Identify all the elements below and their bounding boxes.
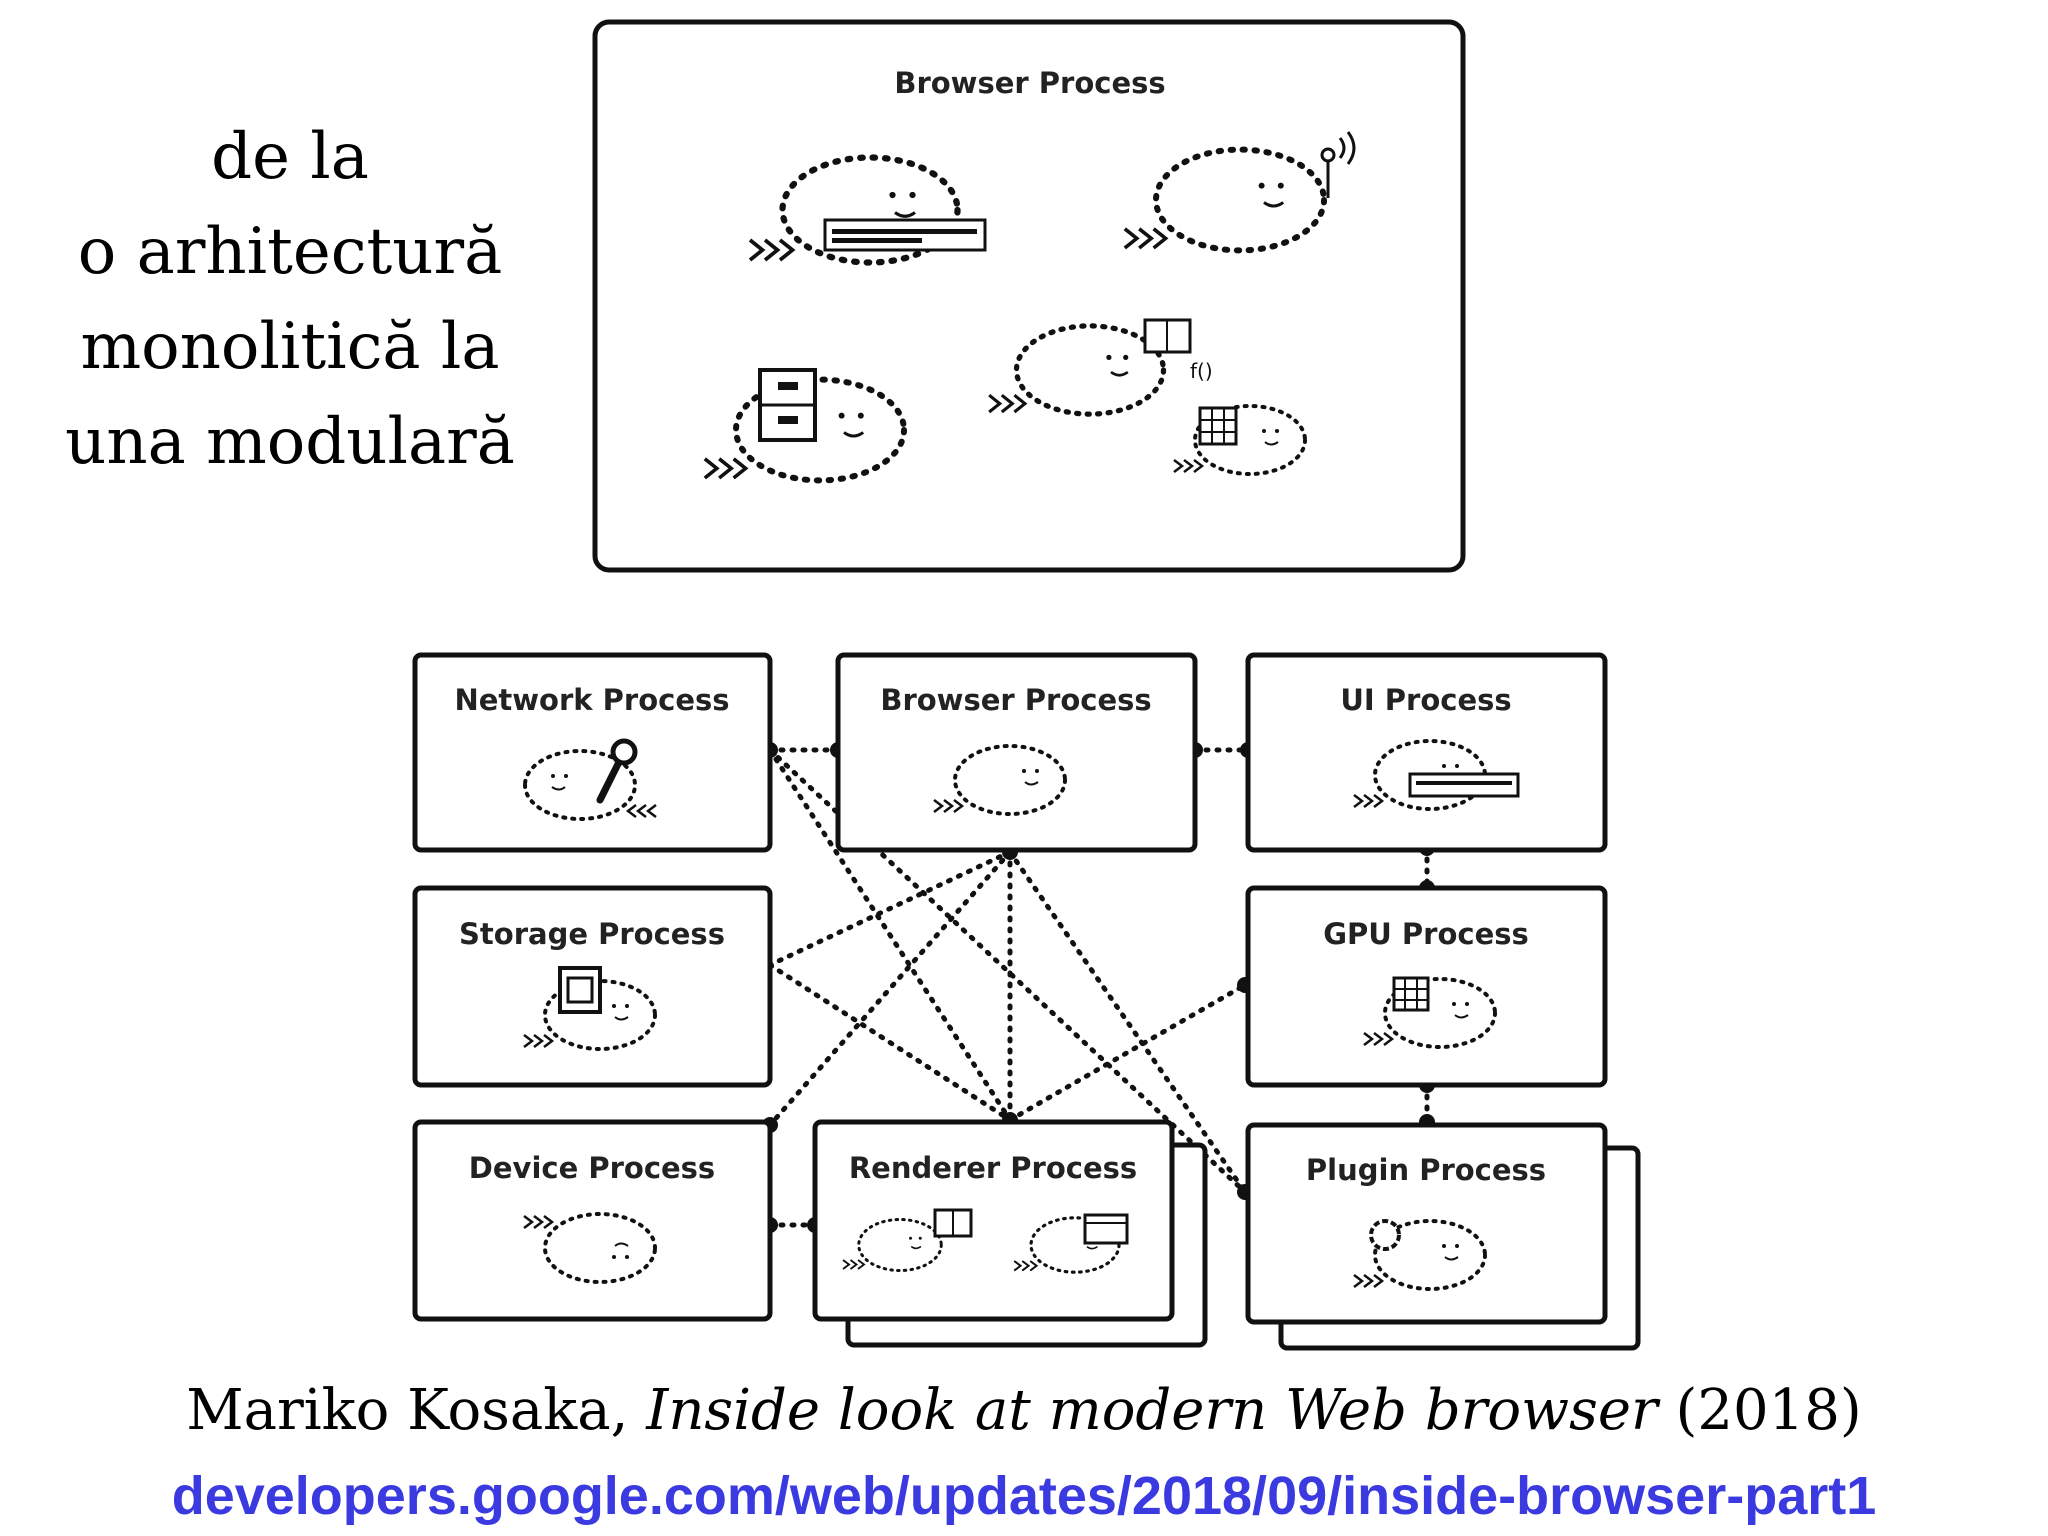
process-ui-label: UI Process — [1340, 683, 1511, 717]
process-gpu: GPU Process — [1245, 885, 1608, 1088]
process-plugin: Plugin Process — [1245, 1122, 1641, 1351]
heading-line-4: una modulară — [65, 405, 515, 479]
monolith-creature-ui — [750, 158, 987, 263]
script-book-icon: f() — [1143, 318, 1213, 383]
toolbar-icon — [1408, 772, 1520, 798]
process-device: Device Process — [412, 1119, 773, 1322]
citation-year: (2018) — [1657, 1378, 1862, 1443]
process-browser: Browser Process — [835, 652, 1198, 853]
pixel-grid-icon — [1198, 406, 1238, 446]
process-ui: UI Process — [1245, 652, 1608, 853]
process-renderer: Renderer Process — [812, 1119, 1208, 1348]
process-network: Network Process — [412, 652, 773, 853]
pixel-grid-icon — [1392, 976, 1430, 1012]
browser-window-icon — [1083, 1213, 1129, 1245]
process-renderer-label: Renderer Process — [849, 1151, 1137, 1185]
antenna-icon — [1320, 131, 1356, 198]
process-storage: Storage Process — [412, 885, 773, 1088]
cabinet-icon — [558, 966, 602, 1014]
cabinet-icon — [758, 368, 817, 442]
process-device-label: Device Process — [469, 1151, 715, 1185]
monolith-title: Browser Process — [894, 66, 1165, 100]
puzzle-gear-icon — [1369, 1219, 1401, 1251]
toolbar-icon — [823, 218, 987, 252]
source-link[interactable]: developers.google.com/web/updates/2018/0… — [171, 1466, 1877, 1526]
process-connections — [767, 747, 1430, 1228]
wrench-icon — [596, 738, 638, 804]
process-plugin-label: Plugin Process — [1306, 1153, 1546, 1187]
monolith-creature-gpu — [1172, 404, 1307, 476]
monolith-box: Browser Process — [592, 19, 1466, 573]
monolith-creature-renderer: f() — [989, 318, 1213, 414]
heading-line-2: o arhitectură — [77, 215, 503, 289]
process-browser-label: Browser Process — [880, 683, 1151, 717]
process-network-label: Network Process — [454, 683, 729, 717]
heading-line-1: de la — [211, 120, 369, 194]
svg-text:f(): f() — [1190, 359, 1213, 383]
monolith-creature-network — [1125, 131, 1356, 250]
script-book-icon — [933, 1208, 973, 1238]
slide-heading: de la o arhitectură monolitică la una mo… — [30, 110, 550, 490]
citation: Mariko Kosaka, Inside look at modern Web… — [0, 1378, 2048, 1443]
process-storage-label: Storage Process — [459, 917, 725, 951]
monolith-creature-storage — [705, 368, 904, 480]
process-gpu-label: GPU Process — [1323, 917, 1529, 951]
citation-work: Inside look at modern Web browser — [646, 1378, 1658, 1443]
heading-line-3: monolitică la — [80, 310, 500, 384]
citation-author: Mariko Kosaka, — [186, 1378, 647, 1443]
